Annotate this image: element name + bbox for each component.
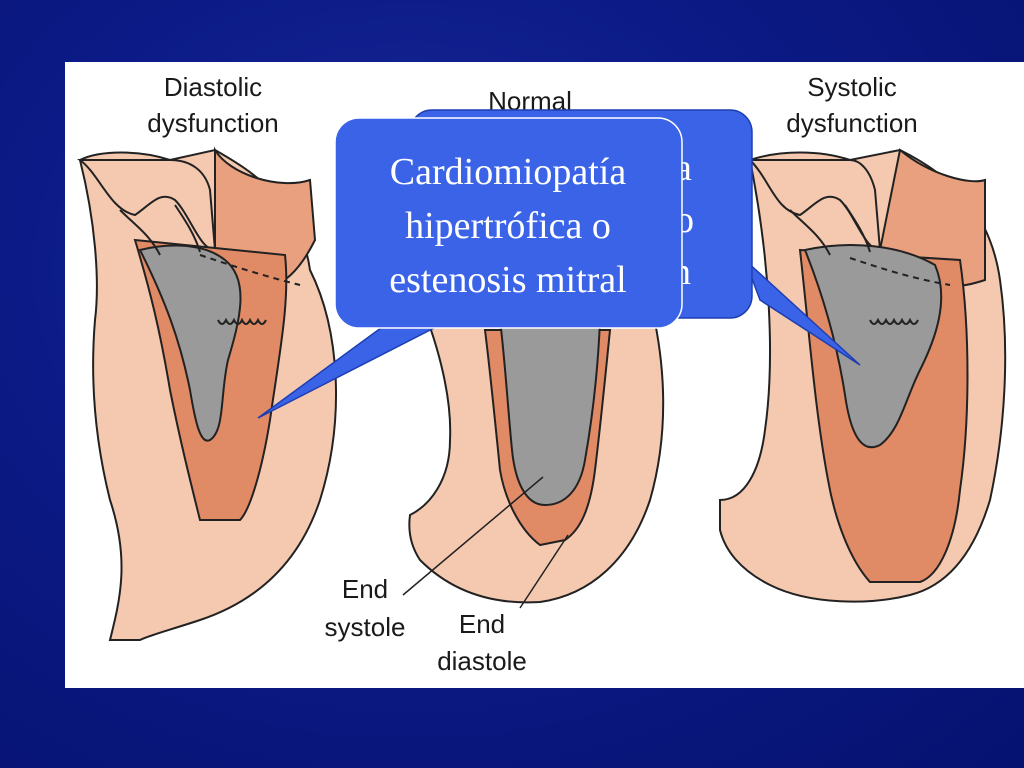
title-systolic-line1: Systolic	[807, 72, 897, 102]
cavity-left	[138, 244, 242, 442]
title-diastolic-line2: dysfunction	[147, 108, 279, 138]
cavity-right	[803, 244, 943, 448]
heart-systolic-dysfunction	[719, 148, 1007, 603]
label-end-systole-line2: systole	[325, 612, 406, 642]
heart-diastolic-dysfunction	[77, 146, 338, 641]
label-end-diastole-line2: diastole	[437, 646, 527, 676]
leader-end-systole	[402, 476, 544, 596]
atrium-right	[747, 159, 882, 252]
label-end-systole-line1: End	[342, 574, 388, 604]
callout-line-1: Cardiomiopatía	[390, 151, 627, 193]
annulus-left	[199, 254, 301, 286]
callout-line-3: estenosis mitral	[389, 259, 626, 301]
callout-front-box	[334, 117, 683, 329]
valve-left	[217, 317, 267, 325]
cavity-center	[498, 319, 602, 507]
valve-leaflet-left	[119, 204, 201, 256]
title-systolic-line2: dysfunction	[786, 108, 918, 138]
title-diastolic-line1: Diastolic	[164, 72, 262, 102]
heart-normal	[408, 299, 665, 604]
leader-end-diastole	[519, 534, 569, 609]
annulus-right	[849, 257, 951, 286]
callout-front: Cardiomiopatía hipertrófica o estenosis …	[257, 117, 683, 419]
callout-line-2: hipertrófica o	[405, 205, 611, 247]
valve-right	[869, 317, 919, 325]
atrium-left	[77, 159, 217, 252]
valve-leaflet-right	[789, 204, 871, 256]
label-end-diastole-line1: End	[459, 609, 505, 639]
